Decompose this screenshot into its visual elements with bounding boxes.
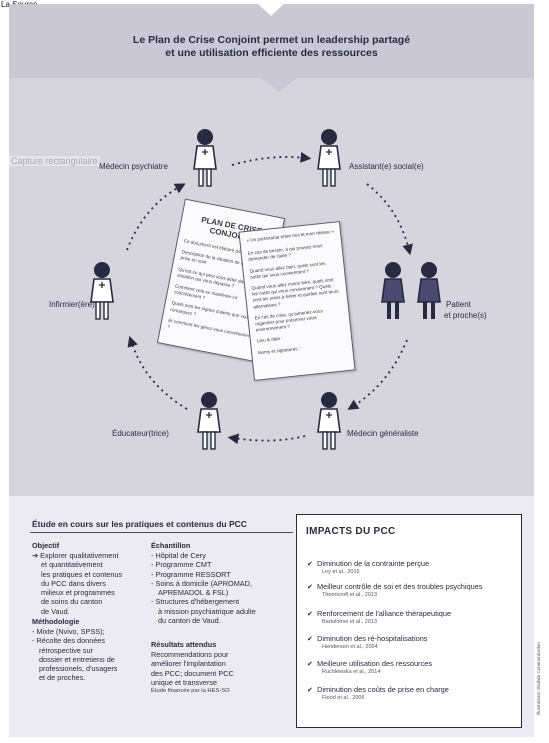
methodologie-line: - Récolte des données xyxy=(32,636,106,646)
arrow-patient-generaliste xyxy=(347,339,408,410)
objectif-line: du PCC dans divers xyxy=(41,578,106,588)
role-patient-line2: et proche(s) xyxy=(444,311,487,320)
educator-figure xyxy=(197,391,221,450)
check-icon: ✔ xyxy=(307,636,313,643)
echantillon-line: - Programme CMT xyxy=(151,560,212,570)
role-assistant: Assistant(e) social(e) xyxy=(349,162,424,171)
impact-item: ✔ Diminution de la contrainte perçue Ley … xyxy=(307,559,429,575)
methodologie-heading: Méthodologie xyxy=(32,617,80,626)
methodologie-line: - Mixte (Nvivo, SPSS); xyxy=(32,627,105,636)
objectif-line: ➔ Explorer qualitativement xyxy=(32,551,119,560)
arrow-psychiatre-assistant xyxy=(231,152,312,166)
patient-figure xyxy=(381,261,405,320)
header-pointer xyxy=(261,78,297,92)
role-patient-line1: Patient xyxy=(446,300,471,309)
header-notch xyxy=(258,4,284,16)
partnership-line: Quand vous allez moins bien, quels sont … xyxy=(251,277,339,310)
cycle-arrows xyxy=(126,152,413,445)
header-banner: Le Plan de Crise Conjoint permet un lead… xyxy=(9,4,534,78)
impact-label: Diminution des ré-hospitalisations xyxy=(317,634,428,643)
impact-item: ✔ Renforcement de l'alliance thérapeutiqu… xyxy=(307,609,451,625)
objectif-line: et quantitativement xyxy=(41,560,103,570)
arrow-educateur-infirmier xyxy=(127,335,188,410)
infographic-page: Le Plan de Crise Conjoint permet un lead… xyxy=(9,4,534,737)
impact-label: Meilleure utilisation des ressources xyxy=(317,659,433,668)
impact-ref: Henderson et al., 2004 xyxy=(322,644,378,650)
header-title: Le Plan de Crise Conjoint permet un lead… xyxy=(69,34,474,60)
header-title-line1: Le Plan de Crise Conjoint permet un lead… xyxy=(132,34,411,46)
check-icon: ✔ xyxy=(307,561,313,568)
arrow-generaliste-educateur xyxy=(227,433,306,445)
gp-figure xyxy=(317,391,341,450)
echantillon-line: APREMADOL & FSL) xyxy=(158,588,229,598)
objectif-line: milieux et programmes xyxy=(41,588,115,598)
echantillon-line: - Soins à domicile (APROMAD, xyxy=(151,578,252,588)
objectif-heading: Objectif xyxy=(32,541,60,550)
arrow-infirmier-psychiatre xyxy=(126,183,186,251)
impact-item: ✔ Meilleur contrôle de soi et des trouble… xyxy=(307,582,483,598)
resultats-line: améliorer l'implantation xyxy=(151,659,226,669)
resultats-line: Recommendations pour xyxy=(151,650,229,659)
partnership-document: « Un partenariat entre moi et mon réseau… xyxy=(238,221,356,381)
objectif-line: de Vaud. xyxy=(41,606,70,616)
echantillon-line: - Structures d'hébergement xyxy=(151,597,240,607)
partnership-quote: « Un partenariat entre moi et mon réseau… xyxy=(246,228,335,243)
impact-ref: Thornicroft et al., 2013 xyxy=(322,592,378,598)
check-icon: ✔ xyxy=(307,661,313,668)
check-icon: ✔ xyxy=(307,687,313,694)
resultats-heading: Résultats attendus xyxy=(151,640,217,649)
capture-overlay-label: Capture rectangulaire xyxy=(9,156,100,166)
impact-label: Diminution des coûts de prise en charge xyxy=(317,685,449,694)
echantillon-line: à mission psychiatrique adulte xyxy=(158,606,256,616)
nurse-figure xyxy=(90,261,114,320)
impact-ref: Ley et al., 2015 xyxy=(322,569,360,575)
role-psychiatre: Médecin psychiatre xyxy=(99,162,168,171)
echantillon-line: - Programme RESSORT xyxy=(151,569,231,579)
impact-ref: Ruchlewska et al., 2014 xyxy=(322,669,381,675)
arrow-assistant-patient xyxy=(366,183,413,256)
methodologie-line: dossier et entretiens de xyxy=(39,654,115,664)
impact-item: ✔ Diminution des coûts de prise en charge… xyxy=(307,685,449,701)
echantillon-body: - Hôpital de Cery - Programme CMT - Prog… xyxy=(151,551,256,625)
impacts-title: IMPACTS DU PCC xyxy=(306,526,396,537)
objectif-body: ➔ Explorer qualitativement et quantitati… xyxy=(32,551,122,616)
social-worker-figure xyxy=(317,128,341,187)
study-title: Étude en cours sur les pratiques et cont… xyxy=(32,519,247,529)
echantillon-heading: Échantillon xyxy=(151,541,191,550)
objectif-line: de soins du canton xyxy=(41,597,103,607)
impact-label: Renforcement de l'alliance thérapeutique xyxy=(317,609,452,618)
echantillon-line: - Hôpital de Cery xyxy=(151,551,206,560)
resultats-body: Recommendations pour améliorer l'implant… xyxy=(151,650,234,687)
study-divider xyxy=(30,532,293,533)
objectif-line: les pratiques et contenus xyxy=(41,569,123,579)
partnership-line: En cas de crise, qu'aimeriez-vous organi… xyxy=(254,308,323,333)
methodologie-line: rétrospective sur xyxy=(39,645,93,655)
echantillon-line: du canton de Vaud. xyxy=(158,616,221,626)
resultats-line: unique et transverse xyxy=(151,677,218,687)
role-infirmier: Infirmier(ère) xyxy=(49,300,95,309)
impact-item: ✔ Diminution des ré-hospitalisations Hend… xyxy=(307,634,428,650)
relative-figure xyxy=(417,261,441,320)
impact-ref: Flood et al., 2006 xyxy=(322,695,365,701)
role-educateur: Éducateur(trice) xyxy=(112,429,169,438)
check-icon: ✔ xyxy=(307,611,313,618)
funding-note: Étude financée par la HES-SO xyxy=(151,688,230,694)
role-generaliste: Médecin généraliste xyxy=(347,429,419,438)
impact-item: ✔ Meilleure utilisation des ressources Ru… xyxy=(307,659,432,675)
psychiatrist-figure xyxy=(193,128,217,187)
impact-ref: Bartolomei et al., 2013 xyxy=(322,619,378,625)
methodologie-body: - Mixte (Nvivo, SPSS); - Récolte des don… xyxy=(32,627,117,683)
care-cycle-diagram xyxy=(90,128,441,450)
methodologie-line: professionels, d'usagers xyxy=(39,664,118,674)
resultats-line: des PCC; document PCC xyxy=(151,668,234,678)
impact-label: Meilleur contrôle de soi et des troubles… xyxy=(317,582,483,591)
methodologie-line: et de proches. xyxy=(39,673,86,683)
illustration-credit: Illustrations: Ibrahim Communication xyxy=(536,642,541,715)
impacts-panel: IMPACTS DU PCC ✔ Diminution de la contrai… xyxy=(296,514,522,728)
check-icon: ✔ xyxy=(307,584,313,591)
header-title-line2: et une utilisation efficiente des ressou… xyxy=(165,47,378,59)
impact-label: Diminution de la contrainte perçue xyxy=(317,559,430,568)
